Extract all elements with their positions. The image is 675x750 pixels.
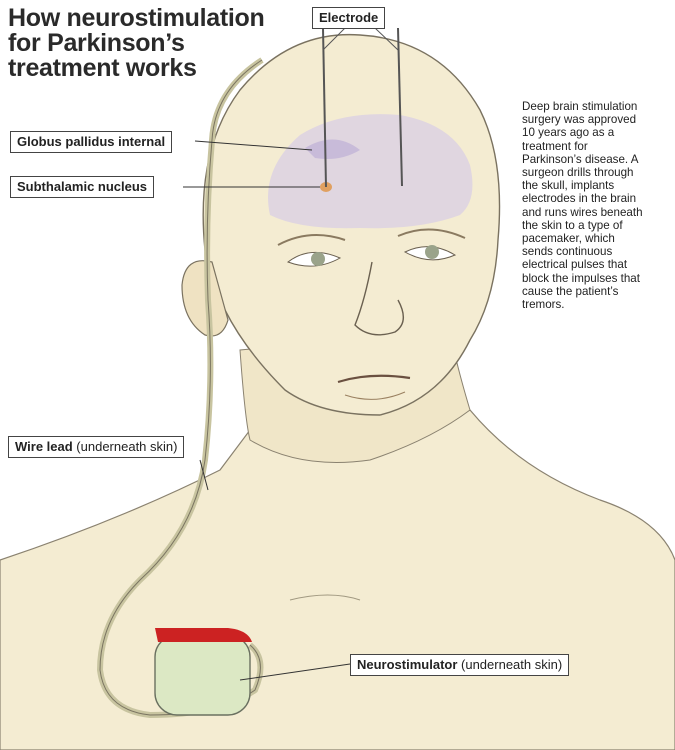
device-cap (155, 628, 252, 642)
title-line-2: for Parkinson’s (8, 31, 265, 56)
wire-lead-label: Wire lead (underneath skin) (8, 436, 184, 458)
title-line-1: How neurostimulation (8, 6, 265, 31)
wire-lead-label-bold: Wire lead (15, 439, 73, 454)
subthalamic-label: Subthalamic nucleus (10, 176, 154, 198)
title-line-3: treatment works (8, 56, 265, 81)
description-text: Deep brain stimulation surgery was appro… (522, 100, 672, 311)
neurostimulator-label: Neurostimulator (underneath skin) (350, 654, 569, 676)
neurostimulator-label-rest: (underneath skin) (457, 657, 562, 672)
page-title: How neurostimulation for Parkinson’s tre… (8, 6, 265, 81)
subthalamic-label-text: Subthalamic nucleus (17, 179, 147, 194)
globus-label-text: Globus pallidus internal (17, 134, 165, 149)
electrode-label-text: Electrode (319, 10, 378, 25)
globus-label: Globus pallidus internal (10, 131, 172, 153)
neurostimulator-label-bold: Neurostimulator (357, 657, 457, 672)
electrode-label: Electrode (312, 7, 385, 29)
wire-lead-label-rest: (underneath skin) (73, 439, 178, 454)
neurostimulator-device (155, 635, 250, 715)
